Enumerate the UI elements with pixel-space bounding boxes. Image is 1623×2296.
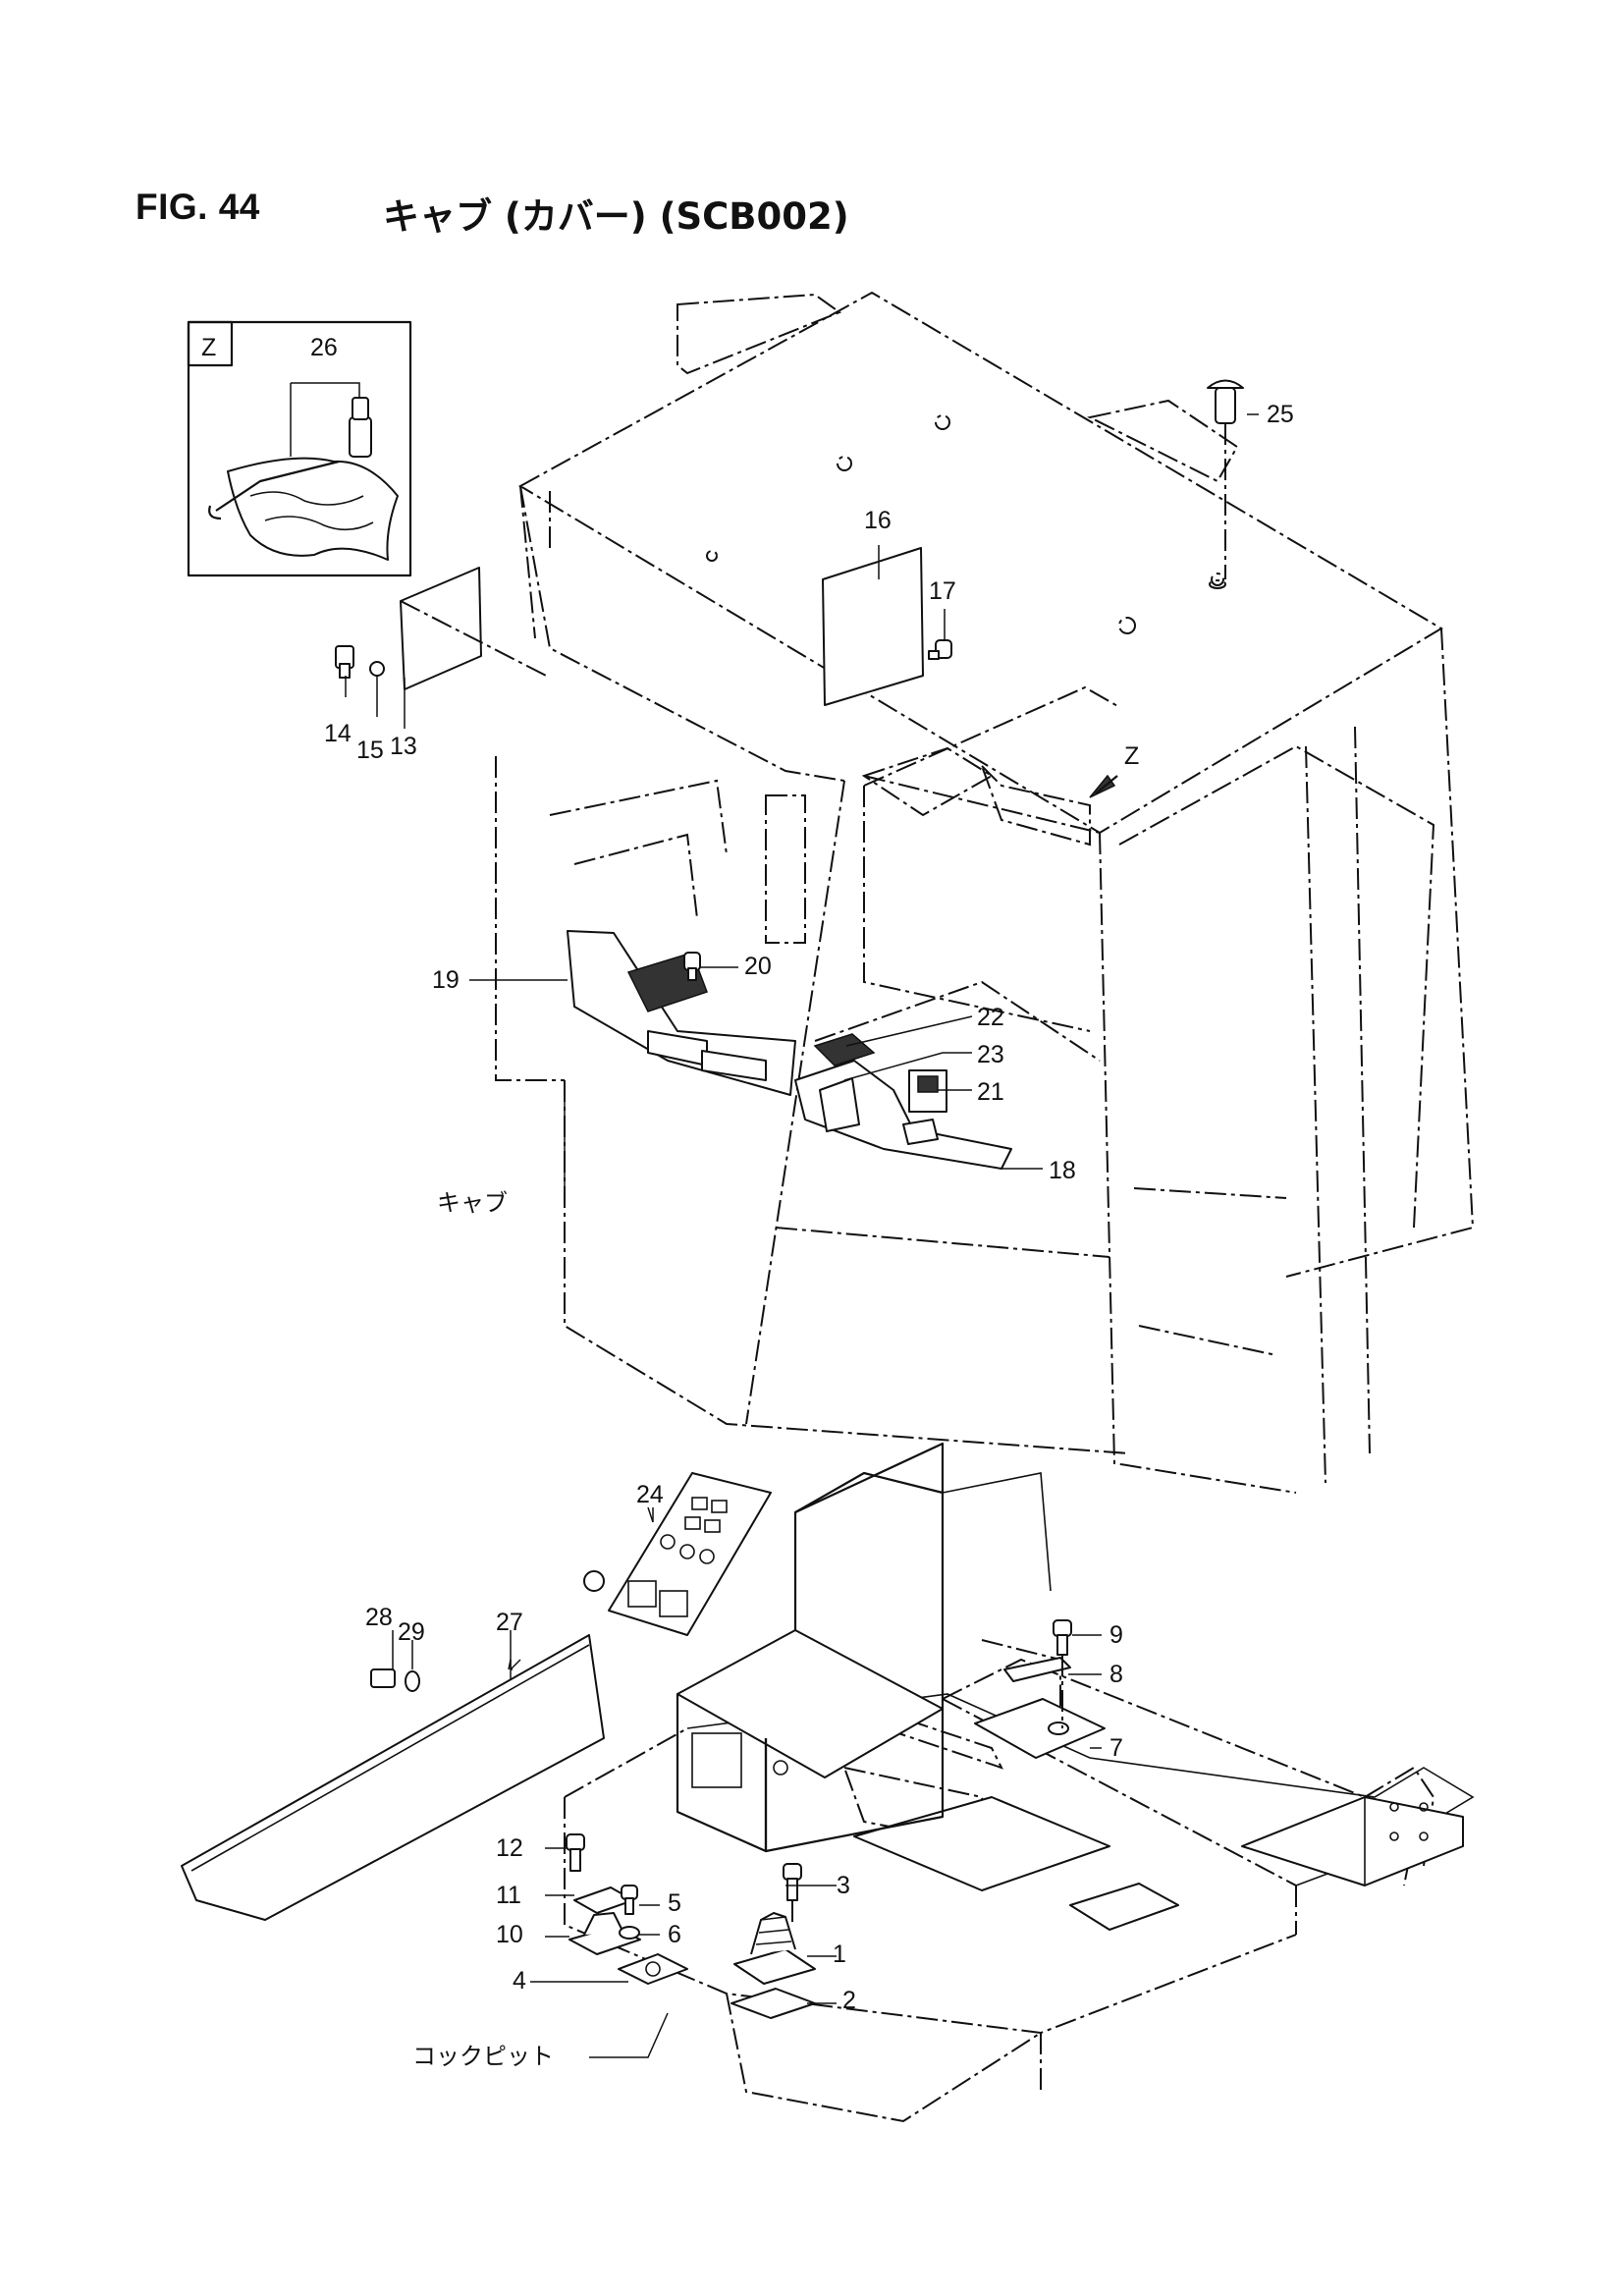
switch-22: [813, 1033, 876, 1066]
callout-11: 11: [496, 1882, 521, 1909]
callout-5: 5: [668, 1889, 681, 1917]
callout-27: 27: [496, 1609, 523, 1636]
callout-25: 25: [1267, 401, 1294, 428]
washer-29: [405, 1670, 420, 1692]
callout-18: 18: [1049, 1157, 1076, 1184]
plate-1: [733, 1948, 816, 1985]
callout-1: 1: [833, 1941, 846, 1968]
callout-leaders: [345, 413, 1259, 2058]
bolt-12: [566, 1833, 585, 1872]
screw-17: [928, 639, 952, 660]
detail-view-z: Z: [187, 320, 412, 577]
label-cockpit: コックピット: [412, 2043, 554, 2070]
figure-caption: キャブ (カバー) (SCB002): [383, 195, 849, 238]
callout-9: 9: [1109, 1621, 1123, 1649]
gasket-2: [730, 1988, 816, 2019]
washer-6: [619, 1926, 640, 1940]
callout-8: 8: [1109, 1661, 1123, 1688]
cab-outline: [495, 291, 1475, 1494]
callout-12: 12: [496, 1834, 523, 1862]
screw-20: [683, 952, 701, 981]
bolt-9: [1053, 1619, 1072, 1728]
figure-number: FIG. 44: [135, 187, 260, 227]
bag-holder: [349, 416, 372, 458]
callout-22: 22: [977, 1004, 1004, 1031]
callout-28: 28: [365, 1604, 393, 1631]
console-box: [676, 1442, 1052, 1853]
callout-20: 20: [744, 953, 772, 980]
cover-plate-16: [822, 547, 924, 706]
callout-24: 24: [636, 1481, 664, 1508]
bolt-3: [783, 1863, 802, 1925]
callout-7: 7: [1109, 1734, 1123, 1762]
callout-10: 10: [496, 1921, 523, 1948]
callout-26: 26: [310, 334, 338, 361]
side-panel-27: [181, 1634, 605, 1921]
callout-21: 21: [977, 1078, 1004, 1106]
detail-label: Z: [201, 334, 216, 361]
plate-4: [618, 1953, 688, 1985]
detail-frame: [187, 320, 412, 577]
cover-plate-13: [400, 567, 482, 690]
detail-label-box: [187, 320, 234, 367]
callout-29: 29: [398, 1618, 425, 1646]
label-cab: キャブ: [437, 1189, 508, 1217]
switch-21: [908, 1069, 947, 1113]
callout-16: 16: [864, 507, 892, 534]
arrow-label-z: Z: [1124, 742, 1139, 770]
shim-8: [1003, 1657, 1071, 1682]
switch-panel-24: [583, 1472, 772, 1636]
view-arrow-z: [1089, 774, 1116, 798]
callout-19: 19: [432, 966, 460, 994]
callout-15: 15: [356, 737, 384, 764]
bolt-5: [621, 1885, 638, 1915]
washer-15: [369, 661, 385, 677]
plug-25: [1207, 379, 1244, 589]
tool-bag: [227, 457, 399, 561]
cover-23: [819, 1077, 860, 1132]
bolt-28: [370, 1668, 396, 1688]
callout-13: 13: [390, 733, 417, 760]
callout-14: 14: [324, 720, 352, 747]
callout-6: 6: [668, 1921, 681, 1948]
dash-panel-19: [567, 930, 796, 1096]
callout-2: 2: [842, 1987, 856, 2014]
plate-7: [974, 1698, 1106, 1759]
callout-4: 4: [513, 1967, 526, 1995]
callout-3: 3: [837, 1872, 850, 1899]
callout-23: 23: [977, 1041, 1004, 1068]
bolt-14: [335, 645, 354, 679]
callout-17: 17: [929, 577, 956, 605]
callout-numbers: 1 2 3 4 5 6 7 8 9 10 11 12 13 14 15 16 1…: [310, 334, 1294, 2070]
